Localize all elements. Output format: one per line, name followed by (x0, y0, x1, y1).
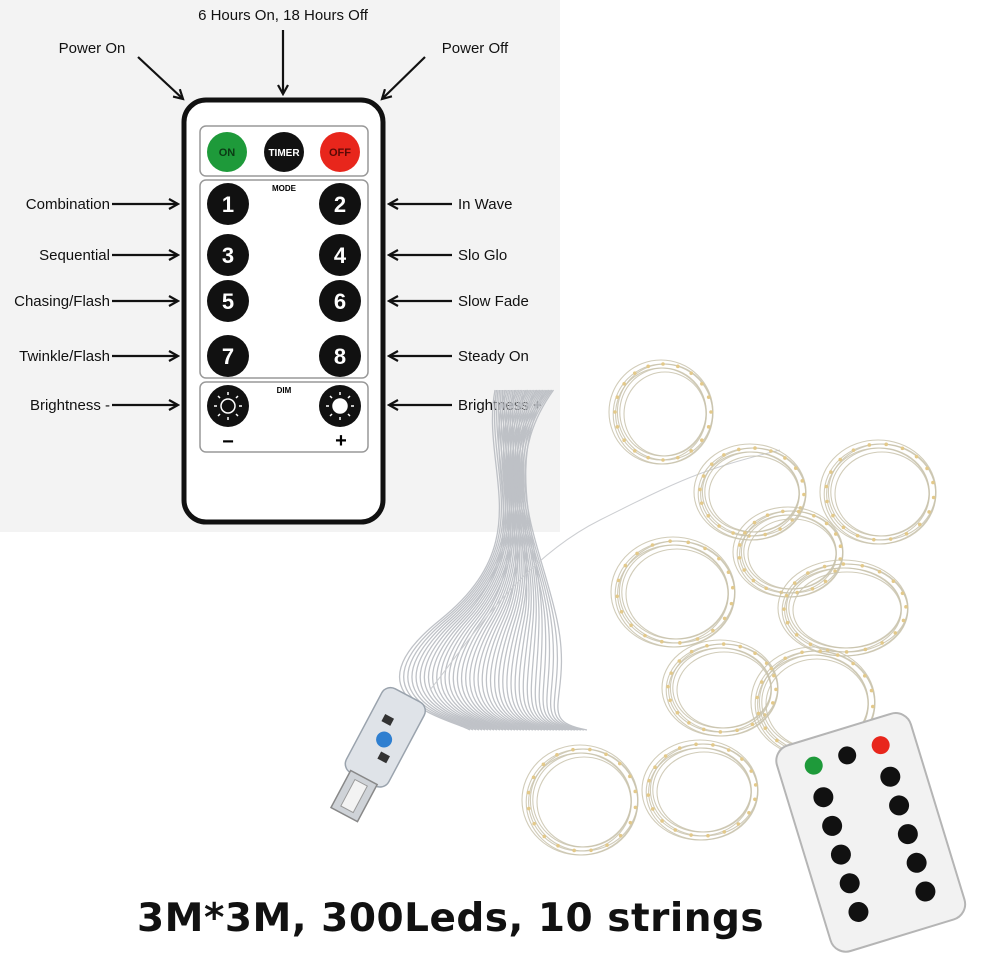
mode-button-label: 6 (334, 289, 346, 314)
right-label: In Wave (458, 196, 512, 213)
left-label: Twinkle/Flash (19, 348, 110, 365)
sun-outline-icon (214, 392, 242, 420)
led-ring (661, 639, 779, 737)
brightness-up-button[interactable] (319, 385, 361, 427)
left-label: Brightness - (30, 397, 110, 414)
mode-label: MODE (272, 184, 297, 193)
right-label: Steady On (458, 348, 529, 365)
mode-panel (199, 179, 369, 379)
label-power-on: Power On (59, 40, 126, 57)
led-ring (777, 559, 909, 657)
left-label: Sequential (39, 247, 110, 264)
mode-button-label: 1 (222, 192, 234, 217)
minus-label: − (222, 431, 234, 453)
brightness-down-button[interactable] (207, 385, 249, 427)
mode-button-7[interactable]: 7 (207, 335, 249, 377)
left-label: Combination (26, 196, 110, 213)
label-timer: 6 Hours On, 18 Hours Off (198, 7, 369, 24)
mode-button-8[interactable]: 8 (319, 335, 361, 377)
sun-filled-icon (326, 392, 354, 420)
mini-remote (775, 712, 967, 953)
usb-controller (329, 686, 427, 823)
mode-button-6[interactable]: 6 (319, 280, 361, 322)
led-rings (521, 359, 937, 856)
timer-button-label: TIMER (268, 148, 300, 159)
on-button-label: ON (219, 147, 236, 159)
dim-label: DIM (277, 386, 292, 395)
mode-button-5[interactable]: 5 (207, 280, 249, 322)
arrow-power-on (137, 56, 183, 99)
plus-label: + (335, 430, 347, 452)
led-ring (693, 443, 807, 541)
arrow-power-off (382, 56, 426, 99)
mode-button-label: 3 (222, 243, 234, 268)
light-curtain-photo (329, 359, 967, 953)
mode-button-label: 7 (222, 344, 234, 369)
label-power-off: Power Off (442, 40, 509, 57)
mode-button-label: 8 (334, 344, 346, 369)
off-button[interactable]: OFF (320, 132, 360, 172)
wire-bundle (398, 389, 781, 731)
led-ring (608, 359, 714, 465)
mode-button-label: 4 (334, 243, 347, 268)
led-ring (641, 739, 759, 841)
mode-button-label: 2 (334, 192, 346, 217)
mode-button-3[interactable]: 3 (207, 234, 249, 276)
mode-button-4[interactable]: 4 (319, 234, 361, 276)
product-caption: 3M*3M, 300Leds, 10 strings (137, 896, 765, 941)
mode-button-2[interactable]: 2 (319, 183, 361, 225)
led-ring (732, 506, 844, 598)
mode-button-label: 5 (222, 289, 234, 314)
right-label: Slow Fade (458, 293, 529, 310)
led-ring (610, 536, 736, 648)
off-button-label: OFF (329, 147, 351, 159)
controller-button (376, 731, 393, 748)
mode-button-1[interactable]: 1 (207, 183, 249, 225)
right-label: Slo Glo (458, 247, 507, 264)
on-button[interactable]: ON (207, 132, 247, 172)
led-ring (819, 439, 937, 545)
left-label: Chasing/Flash (14, 293, 110, 310)
led-ring (521, 744, 639, 856)
timer-button[interactable]: TIMER (264, 132, 304, 172)
